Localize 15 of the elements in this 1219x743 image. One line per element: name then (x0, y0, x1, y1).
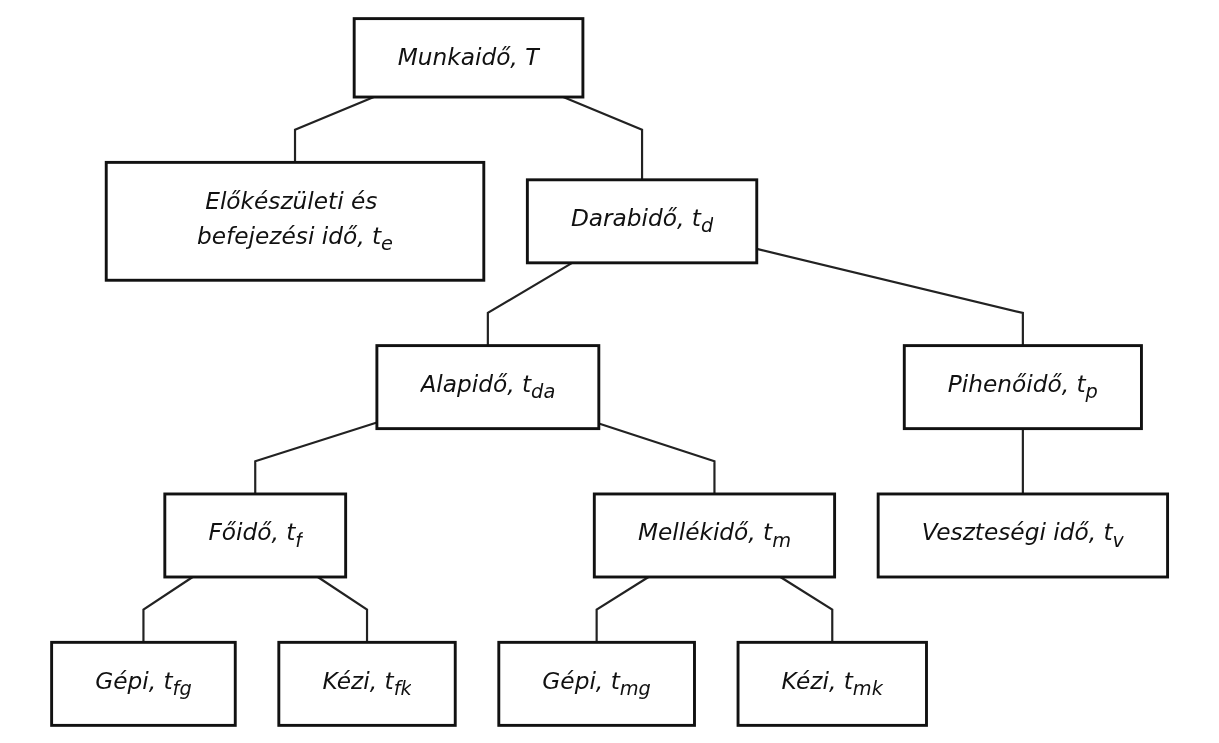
node-box: Mellékidő, t$_{m}$ (592, 492, 836, 578)
node-box: Gépi, t$_{fg}$ (50, 640, 237, 727)
node-box: Veszteségi idő, t$_{v}$ (876, 492, 1169, 578)
node-box: Alapidő, t$_{da}$ (375, 343, 601, 430)
node-box: Munkaidő, T (352, 16, 585, 98)
node-box: Gépi, t$_{mg}$ (497, 640, 696, 727)
node-box: Pihenőidő, t$_{p}$ (902, 343, 1143, 430)
node-box: Előkészületi és befejezési idő, t$_{e}$ (104, 160, 486, 282)
connector (598, 421, 716, 494)
node-box: Darabidő, t$_{d}$ (525, 177, 759, 264)
node-box: Főidő, t$_{f}$ (163, 492, 347, 578)
node-box: Kézi, t$_{mk}$ (736, 640, 928, 727)
connector (1021, 428, 1024, 494)
node-box: Kézi, t$_{fk}$ (277, 640, 457, 727)
connector (756, 247, 1024, 346)
